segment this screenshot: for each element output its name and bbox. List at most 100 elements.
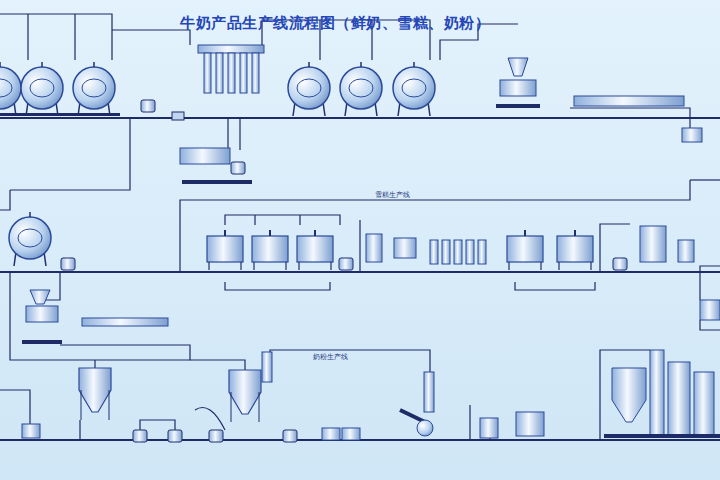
filler <box>678 240 694 262</box>
freezer <box>640 226 666 262</box>
storage-tank <box>0 62 21 116</box>
arm <box>400 410 425 422</box>
holding-tank <box>322 428 340 440</box>
pipe <box>270 350 430 380</box>
pipe <box>180 180 690 272</box>
dryer-column <box>668 362 690 436</box>
ageing-vat <box>557 230 593 270</box>
dryer-column <box>694 372 714 436</box>
pump <box>133 430 147 442</box>
dryer-base <box>604 434 720 438</box>
pump <box>209 430 223 442</box>
pipe <box>112 30 190 45</box>
pipe <box>600 224 630 272</box>
plate <box>466 240 474 264</box>
plate <box>454 240 462 264</box>
plate <box>430 240 438 264</box>
storage-tank <box>73 62 115 116</box>
filter-column <box>204 53 211 93</box>
cooling-tank <box>393 62 435 116</box>
filter-bank <box>198 45 264 93</box>
pipe <box>290 430 350 440</box>
separator-column <box>262 352 272 382</box>
pipe <box>0 14 112 60</box>
pump <box>141 100 155 112</box>
valve <box>172 112 184 120</box>
pipe <box>690 179 720 180</box>
mixing-vat <box>207 230 243 270</box>
homogenizer <box>366 234 382 262</box>
heat-exchanger <box>394 238 416 258</box>
filter-header <box>198 45 264 53</box>
filter-column <box>216 53 223 93</box>
filter-column <box>240 53 247 93</box>
filler-body <box>26 306 58 322</box>
dryer-chamber <box>612 368 646 422</box>
tank-base <box>0 113 120 116</box>
filling-machine <box>496 58 540 108</box>
pump <box>283 430 297 442</box>
pump <box>613 258 627 270</box>
concentrator <box>229 370 261 422</box>
pump <box>231 162 245 174</box>
pipework <box>0 14 720 440</box>
storage-tank <box>21 62 63 116</box>
pipe <box>600 350 650 440</box>
pipe <box>10 118 130 190</box>
pipe <box>225 282 330 290</box>
pipe <box>195 408 225 431</box>
holding-tank <box>342 428 360 440</box>
pipe <box>80 420 175 440</box>
plate-heat-exchanger <box>430 240 486 264</box>
filler-body <box>500 80 536 96</box>
spray-dryer <box>604 350 720 438</box>
hopper <box>30 290 50 304</box>
dryer-column <box>650 350 664 436</box>
pipe <box>700 266 720 330</box>
cooling-tank <box>288 62 330 116</box>
bottling-unit <box>22 290 62 344</box>
skid-base <box>182 180 252 184</box>
pipe <box>10 272 190 360</box>
motor <box>417 420 433 436</box>
plate <box>442 240 450 264</box>
cooling-tank <box>340 62 382 116</box>
ageing-vat <box>507 230 543 270</box>
homogenizer-pump <box>400 372 434 436</box>
pipe <box>225 215 340 225</box>
pipe <box>0 190 10 210</box>
pump <box>339 258 353 270</box>
pipe <box>255 215 300 225</box>
dosing-unit <box>516 412 544 436</box>
filter-column <box>228 53 235 93</box>
pipe <box>28 14 75 60</box>
pipe <box>570 108 690 128</box>
storage-tank <box>9 212 51 266</box>
plate <box>478 240 486 264</box>
filler-base <box>22 340 62 344</box>
evaporator <box>79 368 111 420</box>
packer <box>682 128 702 142</box>
diagram-title: 牛奶产品生产线流程图（鲜奶、雪糕、奶粉） <box>180 14 490 33</box>
pipe <box>0 390 30 425</box>
filler-base <box>496 104 540 108</box>
pump <box>168 430 182 442</box>
hopper <box>508 58 528 76</box>
filter-column <box>252 53 259 93</box>
pump <box>61 258 75 270</box>
mixing-vat <box>252 230 288 270</box>
receiving-tank <box>22 424 40 438</box>
cip-unit <box>180 148 230 164</box>
section-label: 雪糕生产线 <box>375 190 410 200</box>
pipe <box>228 118 240 150</box>
pipe <box>515 282 595 290</box>
mixing-vat <box>297 230 333 270</box>
column <box>424 372 434 412</box>
main-pipe <box>0 117 720 119</box>
pipe <box>359 220 360 272</box>
conveyor <box>82 318 168 326</box>
section-label: 奶粉生产线 <box>313 352 348 362</box>
